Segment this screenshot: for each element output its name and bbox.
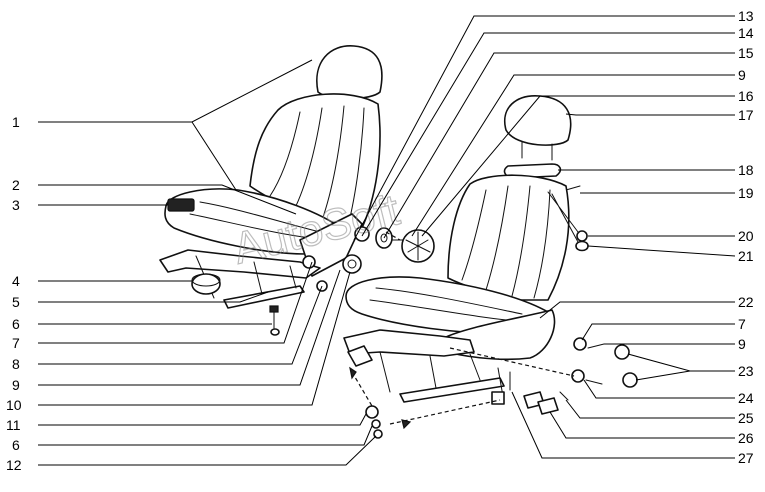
callout-12: 12 <box>6 457 22 473</box>
nut-20 <box>576 230 588 242</box>
callout-7-right: 7 <box>738 316 746 332</box>
cap-21 <box>575 240 589 252</box>
callout-1: 1 <box>12 114 20 130</box>
washer-11 <box>365 405 379 419</box>
left-seat-panel <box>167 198 195 212</box>
left-rail <box>223 285 305 309</box>
callout-4: 4 <box>12 273 20 289</box>
screw-25 <box>559 391 569 401</box>
callout-15: 15 <box>738 45 754 61</box>
left-seat-illustration <box>159 45 383 336</box>
right-backrest <box>447 174 570 301</box>
leader-lines <box>38 15 736 466</box>
bracket-26b <box>537 397 559 415</box>
callout-10: 10 <box>6 397 22 413</box>
callout-5: 5 <box>12 294 20 310</box>
middle-parts <box>354 226 435 263</box>
left-seat-frame <box>159 249 321 279</box>
callout-21: 21 <box>738 248 754 264</box>
callout-6-left: 6 <box>12 316 20 332</box>
right-seat-illustration <box>343 95 581 405</box>
right-rail-lower <box>399 377 505 403</box>
callout-19: 19 <box>738 185 754 201</box>
callout-3: 3 <box>12 197 20 213</box>
callout-27: 27 <box>738 450 754 466</box>
callout-9-right: 9 <box>738 336 746 352</box>
screw-9 <box>587 343 605 349</box>
washer-6 <box>371 419 381 429</box>
callout-14: 14 <box>738 25 754 41</box>
callout-7-left: 7 <box>12 335 20 351</box>
washer-7 <box>573 337 587 351</box>
callout-26: 26 <box>738 430 754 446</box>
screw-24 <box>585 379 603 385</box>
callout-24: 24 <box>738 390 754 406</box>
callout-22: 22 <box>738 294 754 310</box>
left-headrest <box>316 45 383 100</box>
callout-numbers: 1 2 3 4 5 6 7 8 9 10 11 6 12 13 14 15 9 … <box>6 8 754 473</box>
recliner-handwheel-hub <box>342 254 362 274</box>
plug-23b <box>622 372 638 388</box>
assembly-arrows <box>349 191 579 430</box>
plug-23a <box>614 344 630 360</box>
headrest-guide <box>503 163 562 179</box>
pin-19 <box>565 185 581 191</box>
callout-9-left: 9 <box>12 377 20 393</box>
callout-9-top: 9 <box>738 67 746 83</box>
right-rail-front <box>347 345 373 367</box>
left-washer <box>302 255 316 269</box>
callout-11: 11 <box>6 417 21 433</box>
callout-20: 20 <box>738 228 754 244</box>
right-headrest <box>503 95 572 146</box>
washer-24 <box>571 369 585 383</box>
callout-18: 18 <box>738 162 754 178</box>
callout-2: 2 <box>12 177 20 193</box>
callout-17: 17 <box>738 107 754 123</box>
callout-13: 13 <box>738 8 754 24</box>
callout-25: 25 <box>738 410 754 426</box>
callout-23: 23 <box>738 363 754 379</box>
callout-8: 8 <box>12 356 20 372</box>
right-small-parts <box>365 230 638 439</box>
callout-16: 16 <box>738 88 754 104</box>
callout-6-bottom: 6 <box>12 437 20 453</box>
